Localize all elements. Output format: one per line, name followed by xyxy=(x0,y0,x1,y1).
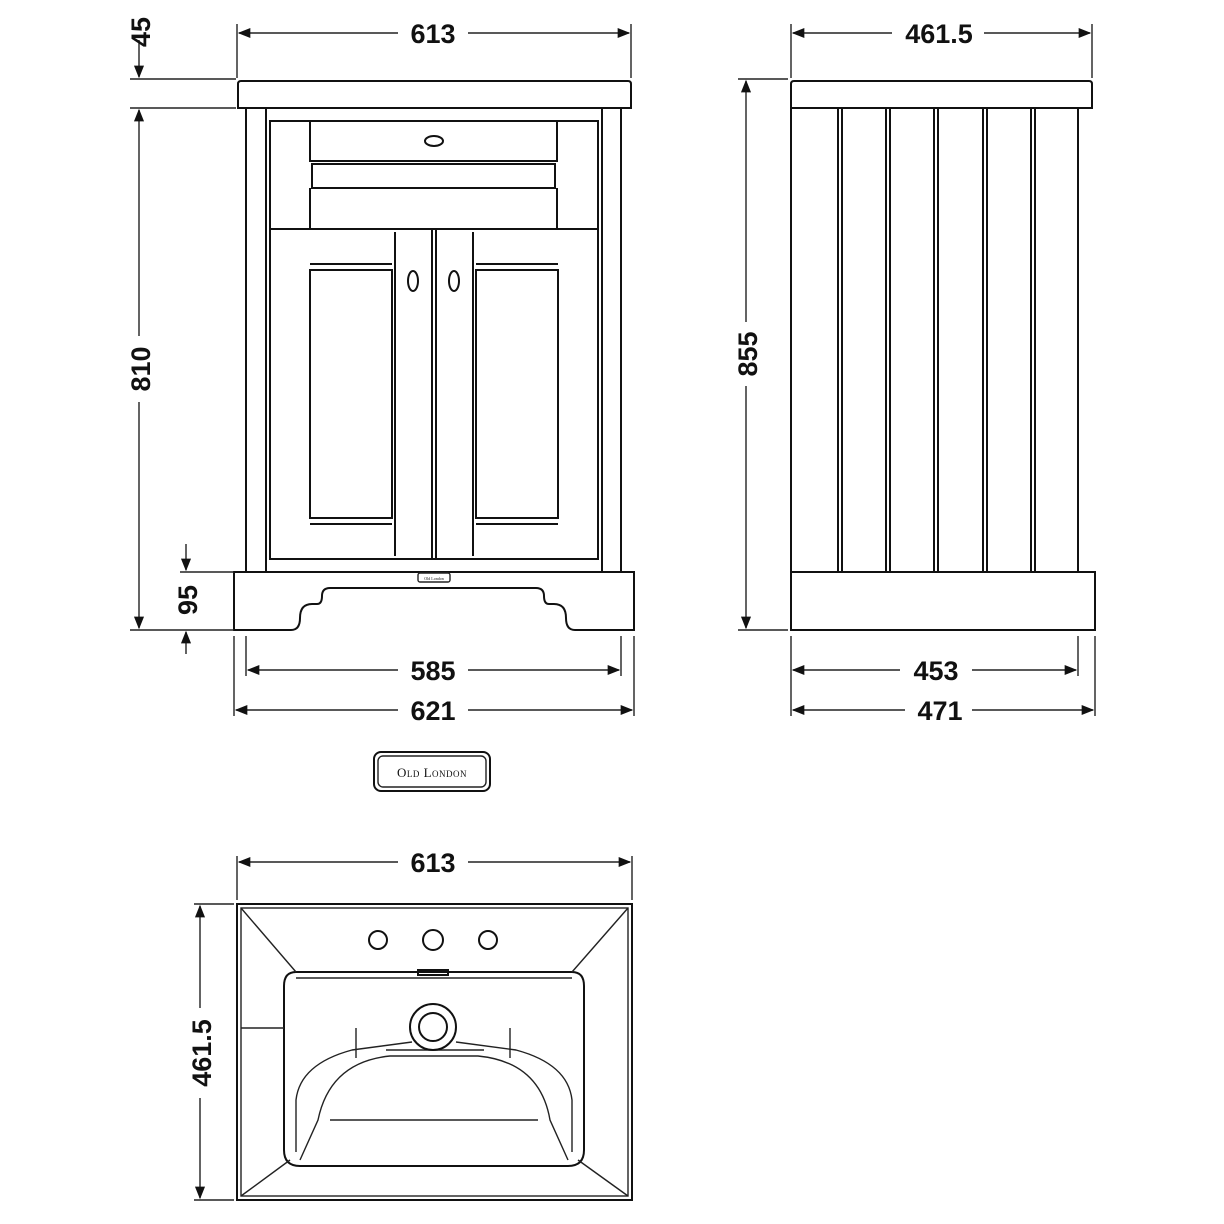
plinth-badge-text: Old London xyxy=(424,576,443,581)
front-cabinet-body xyxy=(245,107,622,573)
left-door-panel xyxy=(309,269,393,519)
overflow-slot xyxy=(417,969,449,976)
waste-outer-icon xyxy=(409,1003,457,1051)
waste-inner-icon xyxy=(418,1012,448,1042)
drawer-handle-icon xyxy=(424,135,444,147)
dim-plan-depth: 461.5 xyxy=(187,1019,217,1087)
front-plinth xyxy=(233,571,635,631)
left-door-knob-icon xyxy=(407,270,419,292)
dim-plinth-height: 95 xyxy=(173,585,203,615)
side-elevation xyxy=(790,80,1096,631)
dimension-lines xyxy=(133,27,1095,1200)
front-basin-top xyxy=(237,80,632,109)
side-plinth xyxy=(790,571,1096,631)
dim-front-outer-width: 621 xyxy=(410,696,455,726)
dim-front-top-width: 613 xyxy=(410,19,455,49)
tap-hole-right-icon xyxy=(478,930,498,950)
old-london-logo: Old London xyxy=(373,751,491,792)
dim-side-outer-width: 471 xyxy=(917,696,962,726)
right-door-panel xyxy=(475,269,559,519)
drawer-front xyxy=(309,120,558,162)
right-door xyxy=(435,228,599,560)
drawer-rail xyxy=(311,163,556,189)
dim-plan-width: 613 xyxy=(410,848,455,878)
front-frame xyxy=(269,120,599,560)
tap-hole-center-icon xyxy=(422,929,444,951)
plan-view xyxy=(236,903,633,1201)
dim-front-height: 810 xyxy=(126,346,156,391)
extension-lines xyxy=(130,24,1096,1201)
dim-side-inner-width: 453 xyxy=(913,656,958,686)
dim-top-thickness: 45 xyxy=(126,17,156,47)
plinth-badge xyxy=(417,572,451,583)
dim-front-inner-width: 585 xyxy=(410,656,455,686)
basin-bowl xyxy=(283,971,585,1167)
left-door xyxy=(269,228,433,560)
side-panel-grooves xyxy=(837,108,1036,572)
brand-name: Old London xyxy=(397,765,467,780)
front-elevation: Old London xyxy=(233,80,635,631)
right-door-knob-icon xyxy=(448,270,460,292)
tap-hole-left-icon xyxy=(368,930,388,950)
dim-side-height: 855 xyxy=(733,331,763,376)
plan-outline xyxy=(236,903,633,1201)
dim-side-top-width: 461.5 xyxy=(905,19,973,49)
side-basin-top xyxy=(790,80,1093,109)
